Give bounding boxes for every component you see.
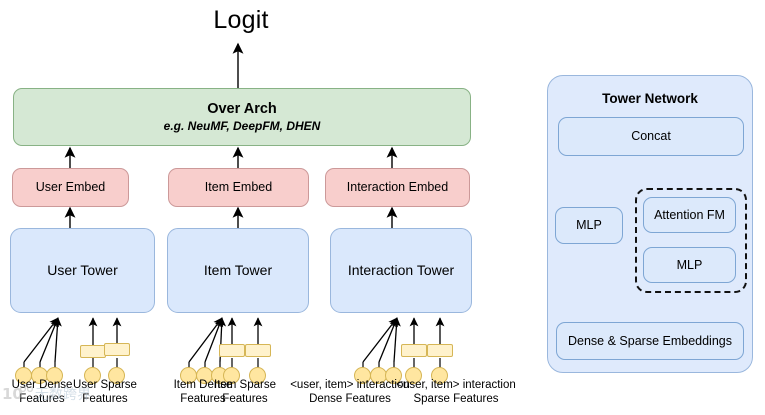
interaction-tower-label: Interaction Tower [347,262,455,279]
feature-caption-user-dense: User Dense Features [11,379,73,406]
attention-fm-box[interactable]: Attention FM [643,197,736,233]
item-tower-box[interactable]: Item Tower [167,228,309,313]
feature-caption-item-sparse: Item Sparse Features [214,379,276,406]
sparse-embedding-table[interactable] [245,344,271,357]
sparse-embedding-table[interactable] [104,343,130,356]
sparse-embedding-table[interactable] [427,344,453,357]
concat-box[interactable]: Concat [558,117,744,156]
feature-caption-interaction-sparse: <user, item> interaction Sparse Features [396,379,516,406]
item-tower-label: Item Tower [203,262,273,279]
dense-feature-node[interactable] [385,367,402,384]
interaction-embed-box[interactable]: Interaction Embed [325,168,470,207]
interaction-embed-label: Interaction Embed [346,180,449,195]
feature-caption-item-dense: Item Dense Features [173,379,233,406]
sparse-feature-node[interactable] [108,367,125,384]
mlp-left-label: MLP [576,218,602,233]
expert-group-dashed-box [635,188,747,293]
item-embed-label: Item Embed [204,180,273,195]
sparse-embedding-table[interactable] [219,344,245,357]
user-tower-box[interactable]: User Tower [10,228,155,313]
user-tower-label: User Tower [47,262,118,279]
interaction-tower-box[interactable]: Interaction Tower [330,228,472,313]
over-arch-subtitle: e.g. NeuMF, DeepFM, DHEN [163,118,321,133]
over-arch-box[interactable]: Over Arch e.g. NeuMF, DeepFM, DHEN [13,88,471,146]
sparse-feature-node[interactable] [249,367,266,384]
dense-feature-node[interactable] [46,367,63,384]
sparse-embedding-table[interactable] [80,345,106,358]
dense-sparse-embeddings-box[interactable]: Dense & Sparse Embeddings [556,322,744,360]
sparse-feature-node[interactable] [405,367,422,384]
mlp-expert-label: MLP [676,257,703,272]
sparse-feature-node[interactable] [431,367,448,384]
feature-caption-user-sparse: User Sparse Features [73,379,137,406]
sparse-feature-node[interactable] [84,367,101,384]
over-arch-title: Over Arch [207,100,277,117]
tower-network-title: Tower Network [602,91,698,106]
attention-fm-label: Attention FM [654,207,725,222]
dense-sparse-embeddings-label: Dense & Sparse Embeddings [568,333,732,348]
mlp-left-box[interactable]: MLP [555,207,623,244]
concat-label: Concat [631,129,671,144]
feature-caption-interaction-dense: <user, item> interaction Dense Features [290,379,410,406]
mlp-expert-box[interactable]: MLP [643,247,736,283]
sparse-embedding-table[interactable] [401,344,427,357]
user-embed-box[interactable]: User Embed [12,168,129,207]
item-embed-box[interactable]: Item Embed [168,168,309,207]
sparse-feature-node[interactable] [223,367,240,384]
page-title: Logit [213,6,269,34]
user-embed-label: User Embed [35,180,106,195]
